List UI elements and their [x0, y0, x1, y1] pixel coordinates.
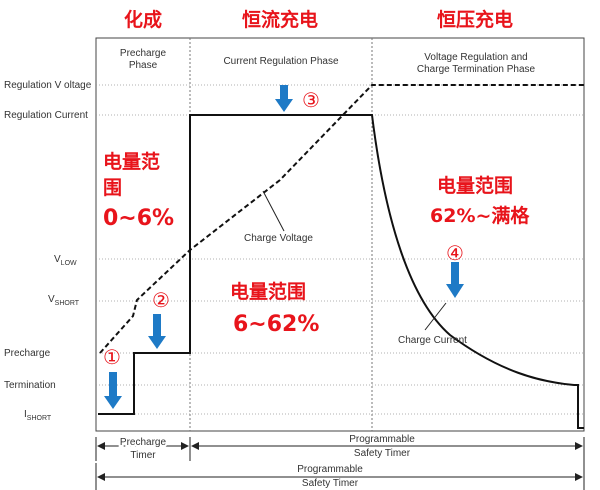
safety-timer-2-label-1: Programmable: [297, 464, 363, 475]
ylabel-vlow: VLOW: [54, 254, 77, 267]
ylabel-vlow-sub: LOW: [61, 260, 77, 267]
ylabel-vlow-main: V: [54, 254, 61, 265]
range3-value: 62%~满格: [430, 204, 530, 227]
timer-brackets: [95, 437, 585, 490]
reference-lines: [96, 84, 584, 415]
phase-header-formation: 化成: [124, 8, 162, 31]
phase-title-voltage-2: Charge Termination Phase: [417, 64, 536, 75]
arrow-3: [275, 85, 293, 112]
range3-line1: 电量范围: [437, 174, 513, 197]
phase-title-current: Current Regulation Phase: [223, 56, 339, 67]
range1-value: 0~6%: [103, 206, 174, 231]
arrow-2: [148, 314, 166, 349]
range1-line2: 围: [103, 177, 122, 199]
safety-timer-2-label-2: Safety Timer: [302, 478, 359, 489]
plot-frame: [95, 37, 585, 432]
marker-2: ②: [152, 288, 170, 312]
precharge-timer-label-1: Precharge: [120, 437, 167, 448]
charge-current-pointer: [424, 302, 447, 331]
charge-current-label: Charge Current: [398, 335, 467, 346]
marker-4: ④: [446, 241, 464, 265]
range2-value: 6~62%: [233, 312, 319, 337]
phase-title-precharge-1: Precharge: [120, 48, 167, 59]
ylabel-precharge: Precharge: [4, 348, 51, 359]
phase-title-precharge-2: Phase: [129, 60, 158, 71]
arrow-1: [104, 372, 122, 409]
charge-voltage-label: Charge Voltage: [244, 233, 313, 244]
ylabel-ishort-main: I: [24, 409, 27, 420]
ylabel-vshort-main: V: [48, 294, 55, 305]
ylabel-reg-current: Regulation Current: [4, 110, 88, 121]
safety-timer-1-label-1: Programmable: [349, 434, 415, 445]
range1-line1: 电量范: [103, 150, 160, 173]
ylabel-ishort-sub: SHORT: [27, 415, 52, 422]
ylabel-ishort: ISHORT: [24, 409, 52, 422]
phase-title-voltage-1: Voltage Regulation and: [424, 52, 527, 63]
blue-arrows: [104, 85, 464, 409]
phase-header-constant-current: 恒流充电: [242, 8, 318, 31]
ylabel-reg-voltage: Regulation V oltage: [4, 80, 92, 91]
safety-timer-1-label-2: Safety Timer: [354, 448, 411, 459]
ylabel-vshort: VSHORT: [48, 294, 80, 307]
range2-line1: 电量范围: [230, 280, 306, 303]
marker-1: ①: [103, 345, 121, 369]
charge-current-curve: [98, 114, 584, 429]
phase-header-constant-voltage: 恒压充电: [437, 8, 513, 31]
charge-voltage-pointer: [262, 190, 285, 232]
marker-3: ③: [302, 88, 320, 112]
precharge-timer-label-2: Timer: [130, 450, 156, 461]
charge-voltage-curve: [99, 84, 584, 354]
ylabel-vshort-sub: SHORT: [55, 300, 80, 307]
ylabel-termination: Termination: [4, 380, 56, 391]
arrow-4: [446, 262, 464, 298]
